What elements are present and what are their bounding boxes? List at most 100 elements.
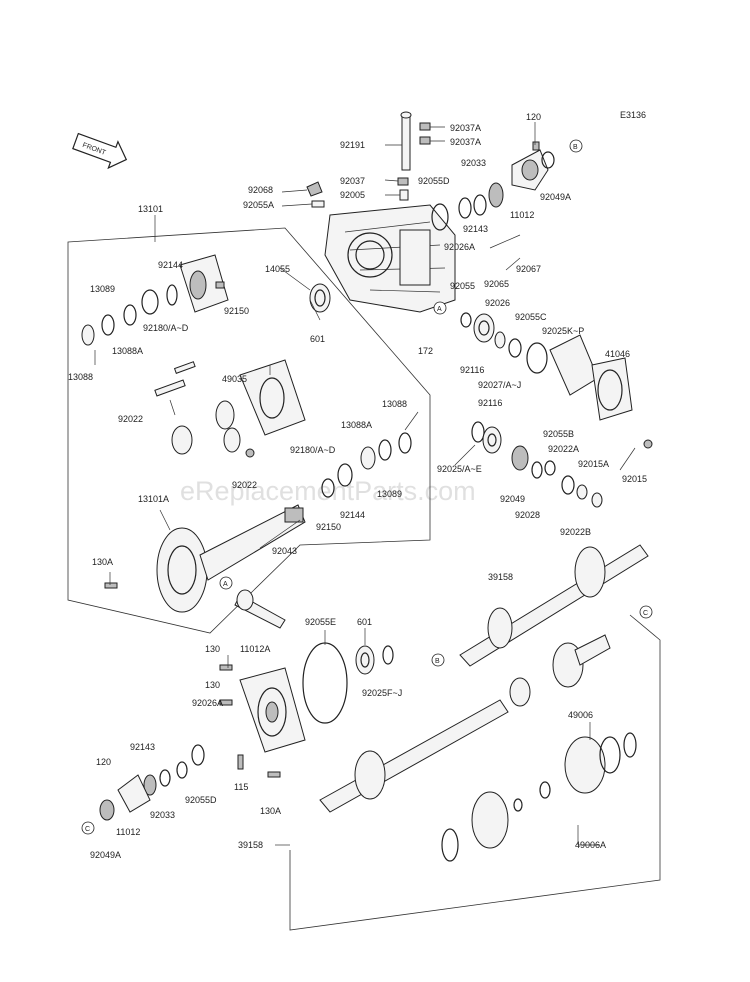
label-92037: 92037 <box>340 176 365 186</box>
label-92037a-2: 92037A <box>450 137 481 147</box>
ref-marker-c-upper: C <box>639 605 653 619</box>
label-92025fj: 92025F~J <box>362 688 402 698</box>
small-fasteners-top <box>306 122 431 208</box>
label-49006a: 49006A <box>575 840 606 850</box>
label-92150-top: 92150 <box>224 306 249 316</box>
bearing-92116-upper-inner <box>478 320 490 336</box>
bearing-601-inner <box>314 289 326 307</box>
washer-92143 <box>458 197 472 219</box>
label-92116-mid: 92116 <box>478 398 502 408</box>
label-92022-mid: 92022 <box>232 480 257 490</box>
label-92067: 92067 <box>516 264 541 274</box>
washer-92144 <box>141 289 159 315</box>
pinion-gear <box>234 589 286 629</box>
seal-92033 <box>488 182 504 208</box>
label-92043: 92043 <box>272 546 297 556</box>
cv-joint-upper-right <box>552 634 611 688</box>
seal-92033-lower <box>143 774 157 796</box>
shim-92025a <box>471 421 485 443</box>
assembly-box-39158 <box>289 614 661 931</box>
shim-92027 <box>508 338 522 358</box>
label-92144-left: 92144 <box>158 260 183 270</box>
part-labels: 92191 92037A 92037A 120 92033 92037 9200… <box>68 112 647 860</box>
label-92022-left: 92022 <box>118 414 143 424</box>
label-92005: 92005 <box>340 190 365 200</box>
label-92055a: 92055A <box>243 200 274 210</box>
bolt-92150a <box>215 281 225 289</box>
ref-marker-label: C <box>85 826 90 833</box>
ref-marker-a-lower: A <box>219 576 233 590</box>
label-49006: 49006 <box>568 710 593 720</box>
ref-marker-b-lower: B <box>431 653 445 667</box>
label-39158-upper: 39158 <box>488 572 513 582</box>
label-13089-left: 13089 <box>90 284 115 294</box>
label-92037a-1: 92037A <box>450 123 481 133</box>
label-120-top: 120 <box>526 112 541 122</box>
label-115: 115 <box>234 782 248 792</box>
label-92143-lower: 92143 <box>130 742 155 752</box>
ref-marker-label: A <box>437 306 442 313</box>
ring-92055 <box>460 312 472 328</box>
label-13088-left: 13088 <box>68 372 93 382</box>
label-120-lower: 120 <box>96 757 111 767</box>
label-41046: 41046 <box>605 349 630 359</box>
pinion-shaft <box>400 111 412 171</box>
bolt-130-a <box>219 664 233 671</box>
label-92015a: 92015A <box>578 459 609 469</box>
watermark-text: eReplacementParts.com <box>180 476 476 506</box>
gear-case-13101 <box>179 254 229 313</box>
leader-lines <box>94 122 636 846</box>
label-92026: 92026 <box>485 298 510 308</box>
bearing-92116-lower <box>482 426 502 454</box>
ref-marker-label: B <box>573 144 578 151</box>
label-92033-lower: 92033 <box>150 810 175 820</box>
label-92055d-top: 92055D <box>418 176 450 186</box>
ring-92022b <box>576 484 588 500</box>
label-92055d-lower: 92055D <box>185 795 217 805</box>
label-39158-lower: 39158 <box>238 840 263 850</box>
label-92055e: 92055E <box>305 617 336 627</box>
label-130a-left: 130A <box>92 557 113 567</box>
bearing-92116-lower-inner <box>487 433 497 447</box>
label-130-a: 130 <box>205 644 220 654</box>
cap-11012-top <box>511 141 555 191</box>
ref-marker-label: A <box>223 581 228 588</box>
label-92068: 92068 <box>248 185 273 195</box>
diagram-code: E3136 <box>620 110 646 120</box>
side-gears <box>171 400 241 455</box>
bearing-601 <box>309 283 331 313</box>
spacer-92015a <box>591 492 603 508</box>
label-92191: 92191 <box>340 140 365 150</box>
ref-marker-a-upper: A <box>433 301 447 315</box>
label-92065: 92065 <box>484 279 509 289</box>
label-92022a: 92022A <box>548 444 579 454</box>
o-ring-92055d-lower <box>191 744 205 766</box>
ref-marker-c-lower: C <box>81 821 95 835</box>
ring-92026 <box>494 331 506 349</box>
label-172: 172 <box>418 346 433 356</box>
o-ring-92055e <box>302 642 348 724</box>
differential-housing <box>324 204 456 313</box>
ring-92028 <box>544 460 556 476</box>
washer-92143-lower <box>159 769 171 787</box>
label-92033-top: 92033 <box>461 158 486 168</box>
part-92022 <box>245 448 255 458</box>
drive-shaft-lower <box>319 677 531 813</box>
shim-92180b <box>337 463 353 487</box>
label-13101: 13101 <box>138 204 163 214</box>
part-13088a-b <box>360 446 376 470</box>
cover-11012a <box>239 667 306 753</box>
label-92055: 92055 <box>450 281 475 291</box>
label-92143-top: 92143 <box>463 224 488 234</box>
label-92150-mid: 92150 <box>316 522 341 532</box>
label-92026a-top: 92026A <box>444 242 475 252</box>
label-130-b: 130 <box>205 680 220 690</box>
label-49035: 49035 <box>222 374 247 384</box>
ring-gear-13101a <box>156 504 306 613</box>
label-92055b: 92055B <box>543 429 574 439</box>
cap-11012-lower <box>99 774 151 821</box>
washer-92026a-lower <box>176 761 188 779</box>
part-13089 <box>101 314 115 336</box>
label-92116-top: 92116 <box>460 365 484 375</box>
